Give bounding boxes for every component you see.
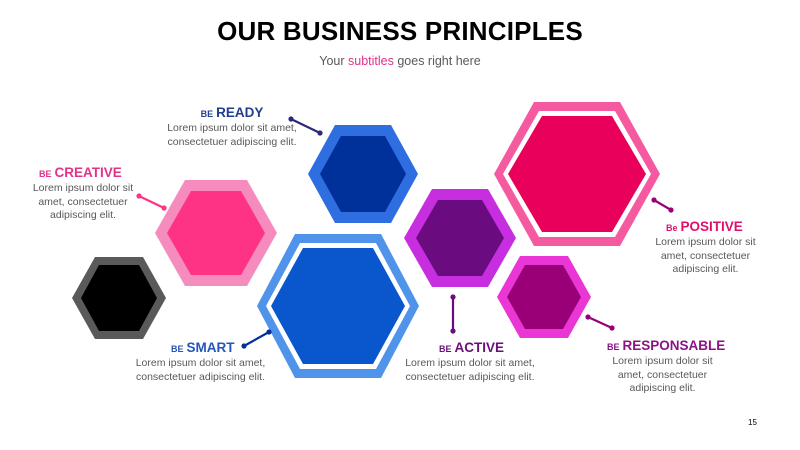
principle-smart-text: Lorem ipsum dolor sit amet, consectetuer… xyxy=(135,357,266,383)
principle-ready-text: Lorem ipsum dolor sit amet, consectetuer… xyxy=(167,122,297,148)
principle-creative-label: CREATIVE xyxy=(54,165,122,180)
hexagon-positive-inner-fill xyxy=(508,116,646,232)
hexagon-ready-inner xyxy=(320,136,406,212)
hexagon-active-inner xyxy=(416,200,504,276)
connector-creative xyxy=(136,193,167,211)
page-number: 15 xyxy=(748,418,757,427)
connector-responsable xyxy=(585,314,615,331)
principle-positive-text: Lorem ipsum dolor sit amet, consectetuer… xyxy=(655,236,756,275)
hexagon-smart-inner-fill xyxy=(271,248,405,364)
slide-title: OUR BUSINESS PRINCIPLES xyxy=(217,16,583,46)
principle-responsable-text: Lorem ipsum dolor sit amet, consectetuer… xyxy=(612,355,713,394)
principle-smart-prefix: BE xyxy=(171,344,184,354)
hexagon-active xyxy=(404,189,516,287)
connector-ready xyxy=(288,116,323,136)
hexagon-black xyxy=(72,257,166,339)
principle-active-text: Lorem ipsum dolor sit amet, consectetuer… xyxy=(405,357,535,383)
principle-creative-prefix: BE xyxy=(39,169,52,179)
subtitle-text-start: Your xyxy=(319,54,348,68)
hexagon-creative xyxy=(155,180,277,286)
hexagon-creative-inner xyxy=(167,191,265,275)
slide-subtitle: Your subtitles goes right here xyxy=(0,54,800,68)
principle-positive-label: POSITIVE xyxy=(680,219,743,234)
hexagon-positive xyxy=(494,102,660,246)
hexagon-smart xyxy=(257,234,419,378)
principle-responsable-prefix: BE xyxy=(607,342,620,352)
hexagon-responsable-inner xyxy=(507,265,581,329)
connector-positive xyxy=(651,197,674,213)
connector-active xyxy=(450,294,456,334)
principle-active-label: ACTIVE xyxy=(454,340,505,355)
principle-responsable-label: RESPONSABLE xyxy=(622,338,726,353)
hexagon-black-inner xyxy=(81,265,157,331)
principle-smart-label: SMART xyxy=(186,340,235,355)
connector-smart xyxy=(241,329,272,349)
principle-positive-prefix: Be xyxy=(666,223,678,233)
hexagon-responsable xyxy=(497,256,591,338)
subtitle-text-end: goes right here xyxy=(393,54,481,68)
subtitle-accent: subtitles xyxy=(348,54,394,68)
principle-active-prefix: BE xyxy=(439,344,452,354)
principle-ready-label: READY xyxy=(216,105,264,120)
principle-creative-text: Lorem ipsum dolor sit amet, consectetuer… xyxy=(32,182,134,221)
principle-ready-prefix: BE xyxy=(200,109,214,119)
hexagon-ready xyxy=(308,125,418,223)
